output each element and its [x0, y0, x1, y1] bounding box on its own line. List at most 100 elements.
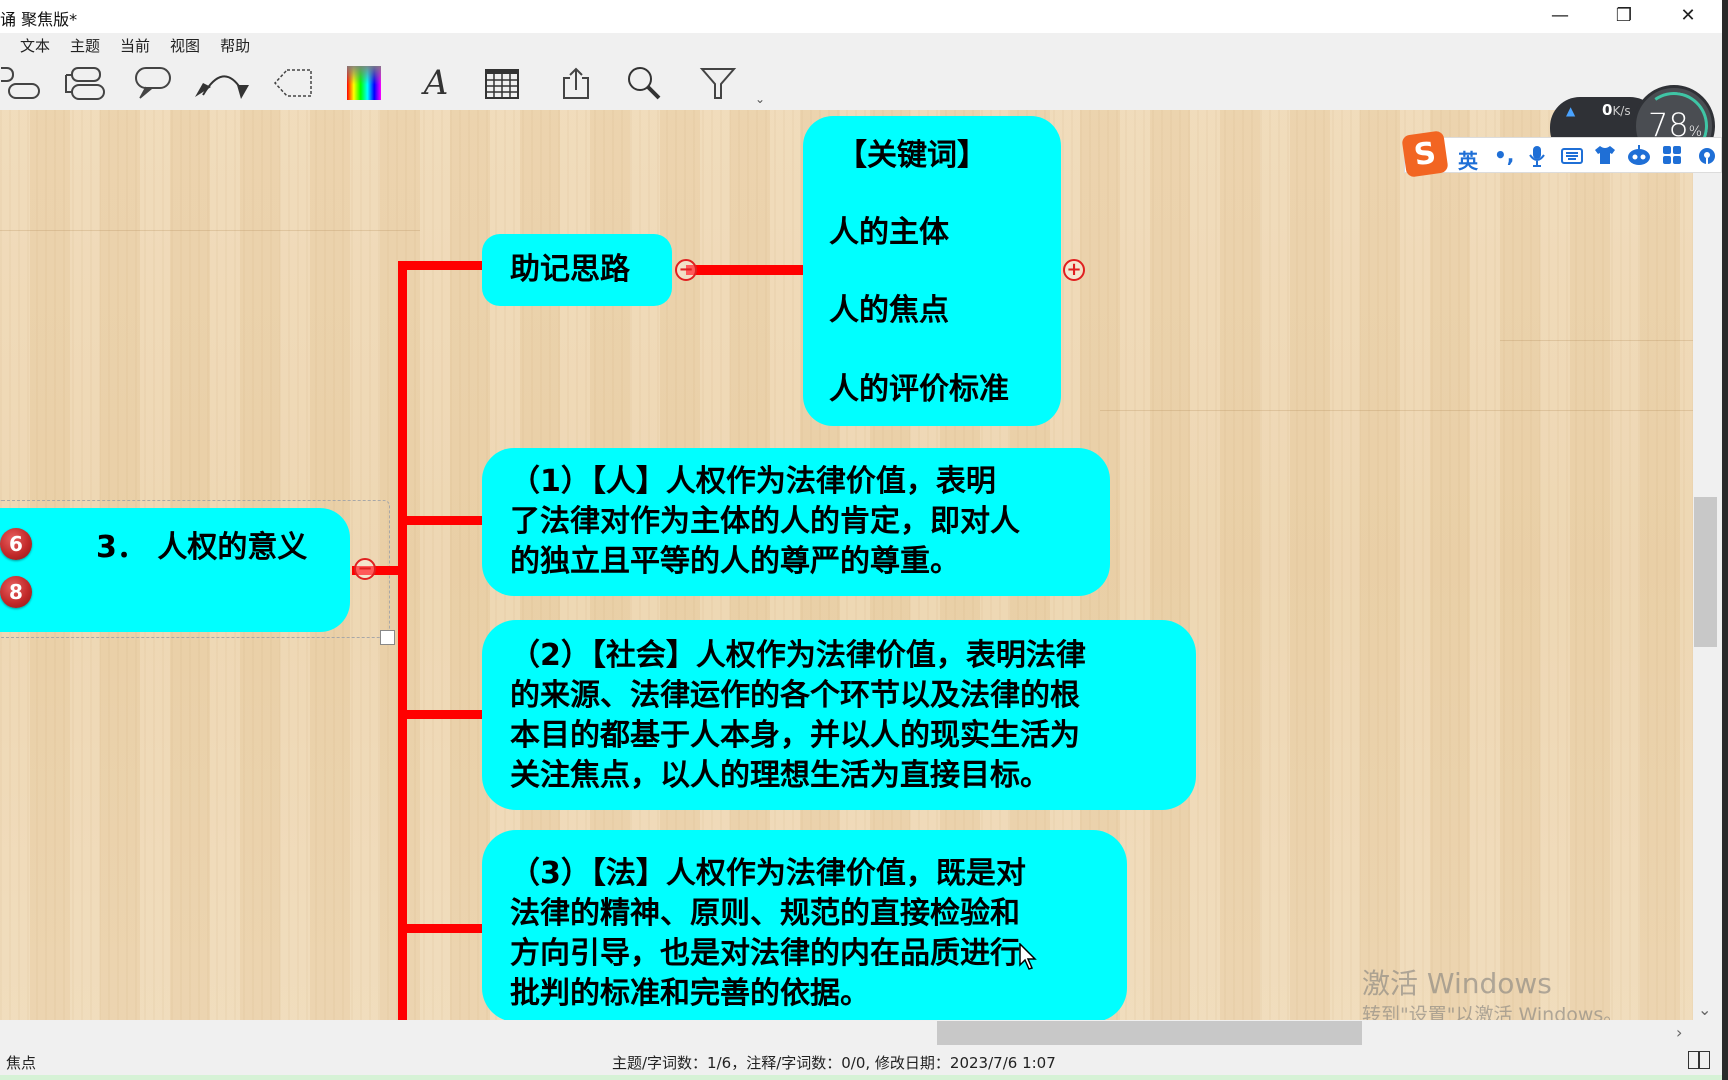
mindmap-canvas[interactable]: 3． 人权的意义 6 8 − 助记思路 − 【关键词】 人的主体 人的焦点 人的…: [0, 110, 1693, 1020]
root-topic[interactable]: 3． 人权的意义: [0, 508, 350, 632]
point-line: 方向引导，也是对法律的内在品质进行: [510, 936, 1020, 971]
window-title: 诵 聚焦版*: [0, 10, 78, 29]
mouse-cursor-icon: [1019, 943, 1037, 970]
menu-help[interactable]: 帮助: [220, 36, 251, 55]
activation-watermark-title: 激活 Windows: [1362, 967, 1552, 1000]
subtopic-icon: [0, 67, 40, 99]
relationship-arrow-icon: [195, 75, 249, 99]
callout-icon: [135, 67, 171, 99]
restore-icon: ❐: [1615, 4, 1633, 26]
ime-logo-icon[interactable]: S: [1401, 130, 1449, 178]
point-line: （2）【社会】人权作为法律价值，表明法律: [510, 638, 1086, 673]
status-info: 主题/字词数：1/6，注释/字词数：0/0, 修改日期：2023/7/6 1:0…: [612, 1054, 1056, 1072]
callout-tool[interactable]: [132, 61, 174, 105]
collapse-root-button[interactable]: −: [354, 558, 376, 580]
search-icon: [628, 67, 661, 100]
point-line: 的来源、法律运作的各个环节以及法律的根: [510, 678, 1080, 713]
gauge-unit: %: [1688, 124, 1703, 140]
close-icon: ✕: [1680, 4, 1696, 26]
mnemonic-topic[interactable]: 助记思路: [482, 234, 672, 306]
status-bar: 焦点 主题/字词数：1/6，注释/字词数：0/0, 修改日期：2023/7/6 …: [0, 1045, 1722, 1075]
color-tool[interactable]: [346, 61, 382, 105]
keyword-item: 人的主体: [829, 215, 949, 250]
plus-icon: +: [1066, 259, 1082, 280]
export-tool[interactable]: [558, 61, 594, 105]
font-tool[interactable]: A: [418, 61, 454, 105]
robot-icon[interactable]: [1627, 145, 1651, 165]
search-tool[interactable]: [624, 61, 664, 105]
menu-text[interactable]: 文本: [20, 36, 51, 55]
menu-current[interactable]: 当前: [120, 36, 151, 55]
vertical-scroll-thumb[interactable]: [1694, 497, 1717, 647]
relationship-tool[interactable]: [193, 61, 253, 105]
mic-icon[interactable]: [1528, 145, 1546, 167]
keywords-topic[interactable]: 【关键词】 人的主体 人的焦点 人的评价标准: [803, 116, 1061, 426]
keyboard-icon[interactable]: [1561, 148, 1583, 164]
table-icon: [485, 69, 519, 99]
wood-grain: [1500, 340, 1693, 341]
ime-language-toggle[interactable]: 英: [1458, 149, 1478, 173]
point-line: 的独立且平等的人的尊严的尊重。: [510, 544, 960, 579]
ime-punctuation-toggle[interactable]: •,: [1494, 143, 1515, 167]
topic-tool[interactable]: [0, 61, 45, 105]
badge-number: 8: [9, 580, 23, 604]
title-bar: 诵 聚焦版* — ❐ ✕: [0, 0, 1722, 33]
speed-unit: K/s: [1612, 104, 1631, 118]
edge-to-keywords: [686, 265, 806, 275]
menu-view[interactable]: 视图: [170, 36, 201, 55]
boundary-icon: [273, 69, 312, 97]
minus-icon: −: [678, 259, 694, 280]
root-topic-label: 3． 人权的意义: [96, 530, 308, 565]
point-topic-2[interactable]: （2）【社会】人权作为法律价值，表明法律 的来源、法律运作的各个环节以及法律的根…: [482, 620, 1196, 810]
edge-to-point-1: [398, 516, 484, 525]
keyword-item: 人的焦点: [829, 293, 949, 328]
filter-tool[interactable]: [698, 61, 738, 105]
window-border: [1722, 0, 1728, 1080]
restore-button[interactable]: ❐: [1594, 0, 1654, 30]
resize-handle[interactable]: [380, 630, 395, 645]
point-topic-1[interactable]: （1）【人】人权作为法律价值，表明 了法律对作为主体的人的肯定，即对人 的独立且…: [482, 448, 1110, 596]
upload-arrow-icon: ▲: [1566, 104, 1576, 118]
table-tool[interactable]: [482, 61, 522, 105]
sibling-topic-icon: [65, 67, 105, 100]
upload-speed: 0: [1602, 101, 1613, 119]
settings-icon[interactable]: [1696, 145, 1718, 167]
priority-badge: 8: [0, 576, 32, 608]
point-line: 法律的精神、原则、规范的直接检验和: [510, 896, 1020, 931]
point-line: 批判的标准和完善的依据。: [510, 976, 870, 1011]
toolbar-overflow-button[interactable]: ⌄: [754, 92, 766, 106]
minus-icon: −: [357, 558, 373, 579]
panel-toggle-icon[interactable]: [1688, 1051, 1710, 1069]
edge-from-root: [352, 566, 402, 575]
collapse-mnemonic-button[interactable]: −: [675, 259, 697, 281]
minimize-button[interactable]: —: [1530, 0, 1590, 30]
point-line: 了法律对作为主体的人的肯定，即对人: [510, 504, 1020, 539]
point-topic-3[interactable]: （3）【法】人权作为法律价值，既是对 法律的精神、原则、规范的直接检验和 方向引…: [482, 830, 1127, 1020]
edge-to-point-2: [398, 710, 484, 719]
scroll-right-arrow-icon[interactable]: ›: [1676, 1023, 1683, 1042]
grid-icon[interactable]: [1662, 145, 1682, 165]
minimize-icon: —: [1551, 4, 1569, 26]
point-line: 关注焦点，以人的理想生活为直接目标。: [510, 758, 1050, 793]
horizontal-scroll-thumb[interactable]: [937, 1021, 1362, 1045]
toolbar: A ⌄: [0, 57, 1722, 110]
sibling-topic-tool[interactable]: [62, 61, 108, 105]
menu-topic[interactable]: 主题: [70, 36, 101, 55]
keywords-heading: 【关键词】: [837, 138, 987, 173]
boundary-tool[interactable]: [273, 61, 315, 105]
point-line: 本目的都基于人本身，并以人的现实生活为: [510, 718, 1080, 753]
point-line: （3）【法】人权作为法律价值，既是对: [510, 856, 1026, 891]
point-line: （1）【人】人权作为法律价值，表明: [510, 464, 996, 499]
badge-number: 6: [9, 532, 23, 556]
scroll-down-arrow-icon[interactable]: ⌄: [1698, 1000, 1712, 1019]
skin-icon[interactable]: [1594, 145, 1616, 165]
close-button[interactable]: ✕: [1658, 0, 1718, 30]
menu-bar: 文本 主题 当前 视图 帮助: [0, 33, 1722, 57]
expand-keywords-button[interactable]: +: [1063, 259, 1085, 281]
wood-grain: [0, 230, 420, 231]
priority-badge: 6: [0, 528, 32, 560]
horizontal-scrollbar[interactable]: [0, 1020, 1693, 1045]
color-palette-icon: [347, 66, 381, 100]
keyword-item: 人的评价标准: [829, 372, 1009, 407]
font-icon: A: [423, 63, 449, 103]
